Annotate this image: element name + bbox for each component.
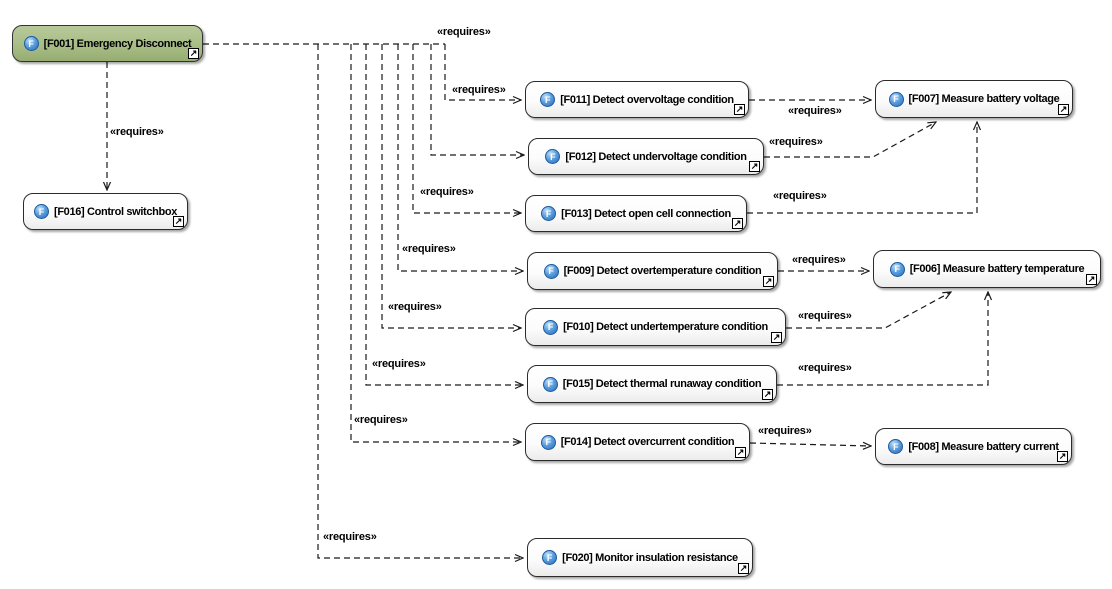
node-label: [F011] Detect overvoltage condition (560, 93, 734, 106)
function-icon: F (542, 550, 558, 565)
edge-label-requires: «requires» (758, 425, 812, 437)
open-link-icon[interactable]: ↗ (762, 389, 773, 400)
edge-f001-f012[interactable] (430, 44, 524, 155)
function-icon: F (888, 91, 904, 107)
open-link-icon[interactable]: ↗ (173, 216, 184, 227)
edge-f001-f009[interactable] (397, 44, 523, 271)
node-label: [F001] Emergency Disconnect (43, 37, 192, 50)
node-f007-measure-voltage[interactable]: F [F007] Measure battery voltage ↗ (875, 80, 1073, 118)
edge-label-requires: «requires» (452, 84, 506, 96)
edge-f001-f020[interactable] (317, 44, 523, 558)
edge-label-requires: «requires» (402, 243, 456, 255)
edge-f014-f008[interactable] (749, 443, 871, 446)
edge-label-requires: «requires» (323, 531, 377, 543)
node-label: [F007] Measure battery voltage (908, 93, 1060, 105)
node-f010-detect-undertemperature[interactable]: F [F010] Detect undertemperature conditi… (525, 308, 786, 346)
node-label: [F012] Detect undervoltage condition (565, 150, 747, 163)
edge-label-requires: «requires» (788, 105, 842, 117)
node-f020-monitor-insulation[interactable]: F [F020] Monitor insulation resistance ↗ (527, 538, 753, 577)
node-label: [F009] Detect overtemperature condition (563, 265, 762, 277)
edge-label-requires: «requires» (792, 254, 846, 266)
edge-label-requires: «requires» (798, 310, 852, 322)
open-link-icon[interactable]: ↗ (735, 447, 746, 458)
edge-label-requires: «requires» (773, 190, 827, 202)
node-f006-measure-temperature[interactable]: F [F006] Measure battery temperature ↗ (873, 250, 1101, 288)
node-label: [F014] Detect overcurrent condition (560, 436, 735, 448)
node-f008-measure-current[interactable]: F [F008] Measure battery current ↗ (875, 428, 1072, 465)
edge-label-requires: «requires» (354, 414, 408, 426)
edge-f001-f011[interactable] (444, 44, 521, 100)
function-icon: F (545, 149, 561, 164)
edge-f010-f006[interactable] (786, 292, 951, 329)
function-icon: F (889, 261, 905, 277)
function-icon: F (540, 434, 556, 450)
node-label: [F020] Monitor insulation resistance (562, 551, 738, 564)
node-label: [F008] Measure battery current (908, 440, 1059, 453)
node-f016-control-switchbox[interactable]: F [F016] Control switchbox ↗ (23, 193, 188, 230)
edge-label-requires: «requires» (372, 358, 426, 370)
edge-label-requires: «requires» (388, 301, 442, 313)
open-link-icon[interactable]: ↗ (1057, 451, 1068, 462)
edge-f001-f014[interactable] (350, 44, 521, 442)
edge-label-requires: «requires» (420, 186, 474, 198)
node-f011-detect-overvoltage[interactable]: F [F011] Detect overvoltage condition ↗ (525, 81, 749, 118)
function-icon: F (542, 376, 558, 392)
edge-label-requires: «requires» (798, 362, 852, 374)
edge-f001-f015[interactable] (365, 44, 523, 385)
node-f009-detect-overtemperature[interactable]: F [F009] Detect overtemperature conditio… (527, 252, 778, 290)
node-label: [F016] Control switchbox (54, 205, 177, 218)
edge-f013-f007[interactable] (747, 122, 977, 214)
node-f014-detect-overcurrent[interactable]: F [F014] Detect overcurrent condition ↗ (525, 423, 750, 461)
edge-f001-f010[interactable] (381, 44, 521, 328)
open-link-icon[interactable]: ↗ (763, 276, 774, 287)
open-link-icon[interactable]: ↗ (734, 104, 745, 115)
open-link-icon[interactable]: ↗ (749, 161, 760, 172)
node-label: [F013] Detect open cell connection (561, 207, 731, 220)
function-icon: F (34, 204, 49, 219)
open-link-icon[interactable]: ↗ (188, 48, 199, 59)
node-label: [F006] Measure battery temperature (909, 263, 1085, 275)
open-link-icon[interactable]: ↗ (738, 563, 749, 574)
open-link-icon[interactable]: ↗ (771, 332, 782, 343)
function-icon: F (540, 92, 556, 107)
node-label: [F010] Detect undertemperature condition (563, 321, 768, 333)
edge-label-requires: «requires» (110, 126, 164, 138)
node-f015-detect-thermal-runaway[interactable]: F [F015] Detect thermal runaway conditio… (527, 365, 777, 403)
edge-f015-f006[interactable] (777, 292, 988, 386)
open-link-icon[interactable]: ↗ (1058, 104, 1069, 115)
open-link-icon[interactable]: ↗ (1086, 274, 1097, 285)
function-icon: F (888, 439, 904, 454)
edge-label-requires: «requires» (769, 136, 823, 148)
edge-label-requires: «requires» (437, 26, 491, 38)
function-icon: F (543, 263, 559, 279)
function-icon: F (541, 206, 557, 221)
node-label: [F015] Detect thermal runaway condition (562, 378, 762, 390)
open-link-icon[interactable]: ↗ (732, 218, 743, 229)
node-f001-emergency-disconnect[interactable]: F [F001] Emergency Disconnect ↗ (12, 25, 203, 62)
function-icon: F (543, 319, 559, 335)
node-f013-detect-open-cell[interactable]: F [F013] Detect open cell connection ↗ (525, 195, 747, 232)
edge-f001-f013[interactable] (412, 44, 521, 213)
function-icon: F (23, 36, 39, 51)
node-f012-detect-undervoltage[interactable]: F [F012] Detect undervoltage condition ↗ (528, 138, 764, 175)
